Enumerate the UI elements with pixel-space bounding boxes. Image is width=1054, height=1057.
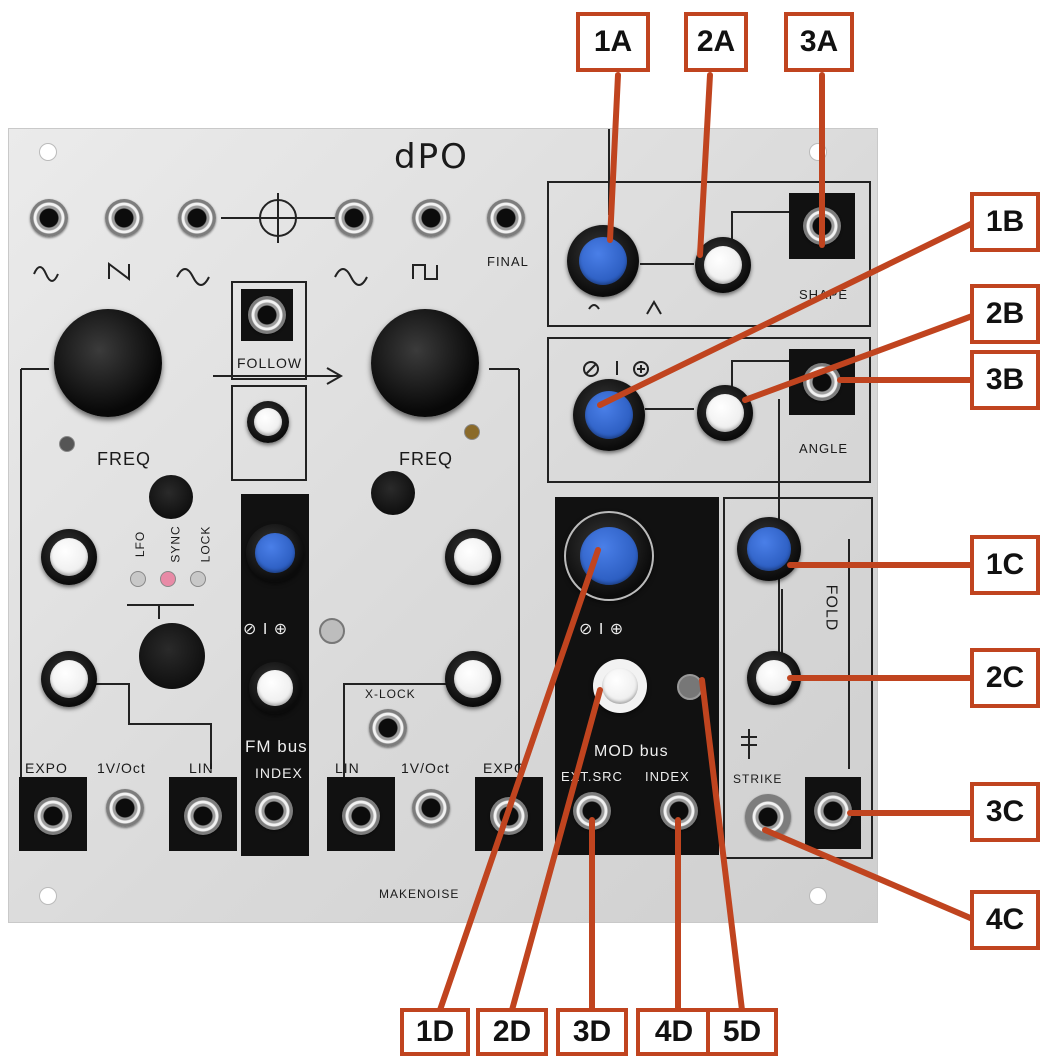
mounting-hole: [39, 887, 57, 905]
freq-knob-right[interactable]: [371, 309, 479, 417]
mounting-hole: [39, 143, 57, 161]
leader-1B: [597, 219, 978, 408]
x-lock-label: X-LOCK: [365, 687, 416, 701]
fm-index-jack[interactable]: [255, 792, 293, 830]
callout-2D: 2D: [476, 1008, 548, 1056]
freq-label-left: FREQ: [97, 449, 152, 469]
shape-section: [547, 181, 871, 327]
callout-3B: 3B: [970, 350, 1040, 410]
follow-knob[interactable]: [247, 401, 289, 443]
attenuator-knob-lower-left[interactable]: [41, 651, 97, 707]
follow-knob-box: [231, 385, 307, 481]
fm-bus-led: [319, 618, 345, 644]
mod-bus-led: [677, 674, 703, 700]
mode-button[interactable]: [139, 623, 205, 689]
mod-index-knob[interactable]: [593, 659, 647, 713]
callout-3D: 3D: [556, 1008, 628, 1056]
angle-cv-knob[interactable]: [697, 385, 753, 441]
lock-led: [190, 571, 206, 587]
fold-knob[interactable]: [737, 517, 801, 581]
fm-bus-knob[interactable]: [246, 524, 304, 582]
callout-1D: 1D: [400, 1008, 470, 1056]
callout-1B: 1B: [970, 192, 1040, 252]
follow-input-box: [231, 281, 307, 380]
callout-2A: 2A: [684, 12, 748, 72]
leader-4C: [762, 827, 978, 923]
leader-2D: [509, 687, 603, 1013]
lfo-led: [130, 571, 146, 587]
lin-left-jack[interactable]: [184, 797, 222, 835]
callout-2C: 2C: [970, 648, 1040, 708]
leader-2B: [742, 312, 978, 403]
callout-3C: 3C: [970, 782, 1040, 842]
leader-5D: [699, 677, 745, 1013]
sine-out-jack[interactable]: [335, 199, 373, 237]
callout-3A: 3A: [784, 12, 854, 72]
attenuator-knob-lower-right[interactable]: [445, 651, 501, 707]
voct-right-label: 1V/Oct: [401, 760, 450, 776]
final-out-jack[interactable]: [487, 199, 525, 237]
angle-label: ANGLE: [799, 441, 849, 456]
callout-4C: 4C: [970, 890, 1040, 950]
sine-out-jack[interactable]: [178, 199, 216, 237]
freq-led-right: [464, 424, 480, 440]
expo-right-label: EXPO: [483, 760, 526, 776]
sine-out-jack[interactable]: [30, 199, 68, 237]
mod-bus-knob[interactable]: [564, 511, 654, 601]
mounting-hole: [809, 887, 827, 905]
fm-bus-label: FM bus: [245, 737, 308, 756]
leader-1D: [437, 547, 601, 1013]
fold-out-jack[interactable]: [814, 792, 852, 830]
fm-index-knob[interactable]: [249, 662, 301, 714]
lin-right-label: LIN: [335, 760, 360, 776]
lin-left-label: LIN: [189, 760, 214, 776]
mod-bus-label: MOD bus: [594, 743, 669, 760]
final-label: FINAL: [487, 254, 529, 269]
brand-label: MAKENOISE: [379, 887, 460, 901]
fm-index-label: INDEX: [255, 765, 303, 781]
shape-knob[interactable]: [567, 225, 639, 297]
callout-5D: 5D: [706, 1008, 778, 1056]
callout-1A: 1A: [576, 12, 650, 72]
callout-1C: 1C: [970, 535, 1040, 595]
synth-module-panel: dPO: [8, 128, 878, 923]
voct-left-label: 1V/Oct: [97, 760, 146, 776]
fm-bus-polarity-marks: ⊘ I ⊕: [243, 621, 289, 638]
angle-section: [547, 337, 871, 483]
expo-left-jack[interactable]: [34, 797, 72, 835]
callout-2B: 2B: [970, 284, 1040, 344]
leader-2A: [697, 72, 713, 258]
voct-left-jack[interactable]: [106, 789, 144, 827]
freq-led-left: [59, 436, 75, 452]
module-logo: dPO: [394, 137, 469, 177]
shape-cv-knob[interactable]: [695, 237, 751, 293]
square-out-jack[interactable]: [412, 199, 450, 237]
freq-knob-left[interactable]: [54, 309, 162, 417]
attenuator-knob-upper-right[interactable]: [445, 529, 501, 585]
callout-4D: 4D: [636, 1008, 712, 1056]
mod-bus-polarity-marks: ⊘ I ⊕: [579, 621, 625, 638]
strike-label: STRIKE: [733, 772, 783, 786]
attenuator-knob-upper-left[interactable]: [41, 529, 97, 585]
mod-index-label: INDEX: [645, 769, 690, 784]
follow-jack[interactable]: [248, 296, 286, 334]
follow-label: FOLLOW: [237, 355, 303, 371]
button-left[interactable]: [149, 475, 193, 519]
leader-1A: [607, 72, 621, 243]
expo-left-label: EXPO: [25, 760, 68, 776]
saw-out-jack[interactable]: [105, 199, 143, 237]
x-lock-jack[interactable]: [369, 709, 407, 747]
sync-led: [160, 571, 176, 587]
freq-label-right: FREQ: [399, 449, 454, 469]
voct-right-jack[interactable]: [412, 789, 450, 827]
button-right[interactable]: [371, 471, 415, 515]
lin-right-jack[interactable]: [342, 797, 380, 835]
panel-graphics: [20, 129, 850, 784]
